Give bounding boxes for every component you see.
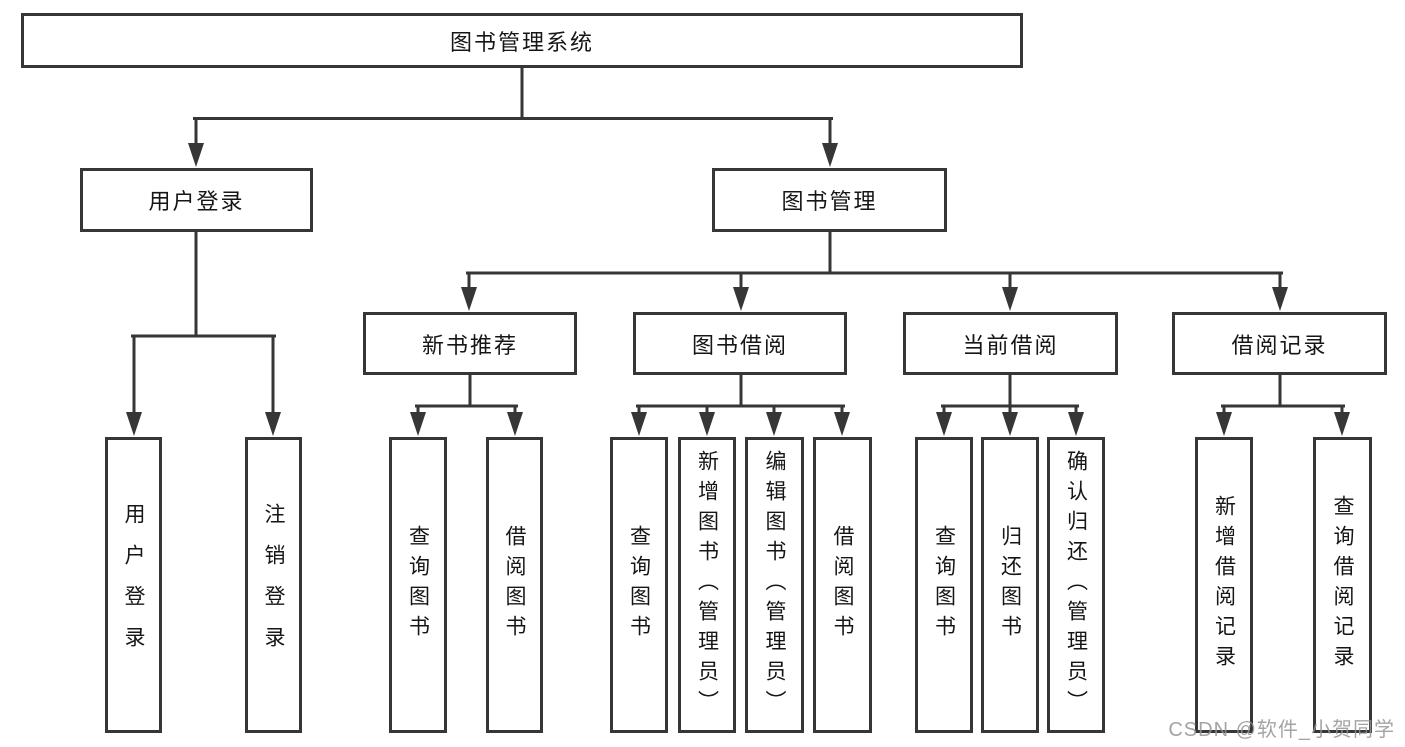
leaf-query-books-current: 查询图书 [915, 437, 973, 733]
leaf-label: 用户登录 [122, 503, 145, 667]
leaf-query-borrow-record: 查询借阅记录 [1313, 437, 1372, 733]
csdn-watermark: CSDN @软件_小贺同学 [1168, 719, 1395, 741]
node-book-management: 图书管理 [712, 168, 947, 232]
node-label: 图书借阅 [691, 332, 788, 358]
leaf-label: 借阅图书 [831, 525, 854, 645]
node-label: 图书管理 [781, 189, 878, 214]
node-label: 借阅记录 [1231, 332, 1328, 358]
leaf-borrow-books-recommend: 借阅图书 [486, 437, 543, 733]
node-label: 图书管理系统 [449, 29, 594, 55]
node-book-borrowing: 图书借阅 [633, 312, 847, 375]
node-library-management-system: 图书管理系统 [21, 13, 1023, 68]
node-label: 当前借阅 [962, 332, 1059, 358]
leaf-query-books-recommend: 查询图书 [389, 437, 447, 733]
node-new-book-recommendation: 新书推荐 [363, 312, 577, 375]
leaf-label: 归还图书 [998, 525, 1022, 645]
node-label: 新书推荐 [421, 332, 518, 358]
node-user-login: 用户登录 [80, 168, 313, 232]
leaf-label: 查询图书 [627, 525, 651, 645]
leaf-add-book-admin: 新增图书（管理员） [678, 437, 736, 733]
leaf-user-login: 用户登录 [105, 437, 162, 733]
leaf-label: 确认归还（管理员） [1064, 450, 1088, 720]
leaf-label: 编辑图书（管理员） [763, 450, 786, 720]
leaf-label: 借阅图书 [503, 525, 526, 645]
leaf-confirm-return-admin: 确认归还（管理员） [1047, 437, 1105, 733]
node-label: 用户登录 [148, 189, 245, 214]
leaf-borrow-books: 借阅图书 [813, 437, 872, 733]
leaf-logout: 注销登录 [245, 437, 302, 733]
leaf-add-borrow-record: 新增借阅记录 [1195, 437, 1253, 733]
leaf-label: 新增图书（管理员） [695, 450, 719, 720]
leaf-label: 查询图书 [406, 525, 430, 645]
leaf-label: 新增借阅记录 [1212, 495, 1236, 675]
leaf-label: 查询借阅记录 [1331, 495, 1354, 675]
leaf-label: 注销登录 [262, 503, 285, 667]
leaf-return-books: 归还图书 [981, 437, 1039, 733]
leaf-query-books-borrow: 查询图书 [610, 437, 668, 733]
leaf-label: 查询图书 [932, 525, 956, 645]
node-borrowing-records: 借阅记录 [1172, 312, 1387, 375]
leaf-edit-book-admin: 编辑图书（管理员） [745, 437, 804, 733]
node-current-borrowing: 当前借阅 [903, 312, 1118, 375]
